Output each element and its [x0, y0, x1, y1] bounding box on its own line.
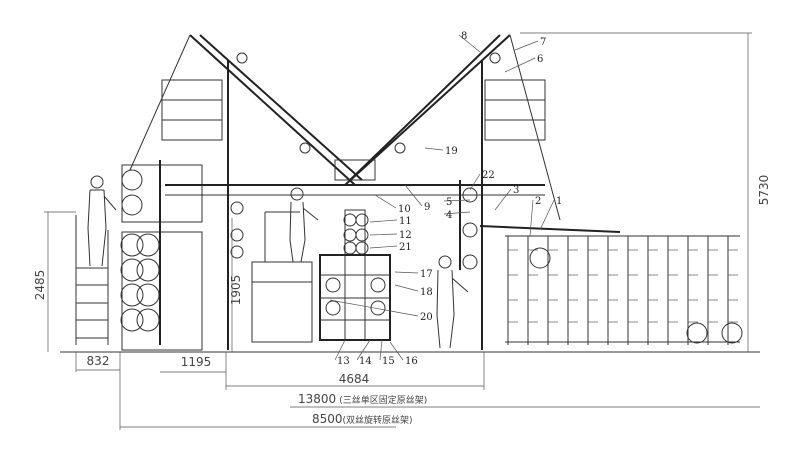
callout-15: 15: [382, 356, 395, 367]
callout-12: 12: [399, 230, 412, 241]
dim-832: 832: [87, 354, 110, 368]
callout-9: 9: [424, 202, 430, 213]
dim-1195: 1195: [181, 355, 212, 369]
central-twisting-column: [319, 209, 391, 341]
callout-10: 10: [398, 204, 411, 215]
dim-13800: 13800(三丝单区固定原丝架): [298, 392, 427, 406]
callout-16: 16: [405, 356, 418, 367]
dim-4684: 4684: [339, 372, 370, 386]
callout-leader: [334, 339, 346, 361]
bobbin: [136, 308, 160, 332]
callout-1: 1: [556, 196, 562, 207]
right-rotating-creel: [505, 235, 743, 345]
callout-leader: [494, 188, 512, 211]
bobbin: [136, 233, 160, 257]
bobbin: [121, 169, 143, 191]
creel-wheel: [721, 322, 743, 344]
left-winding-heads: [230, 201, 244, 259]
callout-leader: [389, 341, 404, 361]
operator-figure-left: [87, 175, 117, 267]
callout-leader: [504, 57, 536, 73]
callout-leader: [356, 339, 371, 361]
callout-leader: [539, 199, 555, 231]
bobbin: [120, 233, 144, 257]
callout-leader: [374, 194, 397, 209]
callout-leader: [529, 199, 534, 237]
callout-leader: [379, 339, 383, 361]
callout-18: 18: [420, 287, 433, 298]
bobbin: [120, 308, 144, 332]
callout-leader: [394, 284, 419, 292]
callout-2: 2: [535, 196, 541, 207]
bobbin: [121, 194, 143, 216]
dim-2485: 2485: [33, 270, 47, 301]
callout-5: 5: [446, 197, 452, 208]
bobbin: [120, 258, 144, 282]
dim-8500: 8500(双丝旋转原丝架): [312, 412, 413, 426]
left-fixed-creel: [120, 160, 203, 351]
bobbin: [136, 258, 160, 282]
callout-17: 17: [420, 269, 433, 280]
callout-leader: [329, 299, 419, 317]
callout-19: 19: [445, 146, 458, 157]
creel-wheel: [529, 247, 551, 269]
bobbin: [120, 283, 144, 307]
callout-leader: [514, 40, 539, 51]
callout-leader: [404, 184, 423, 207]
callout-4: 4: [446, 210, 452, 221]
callout-6: 6: [537, 54, 543, 65]
callout-leader: [394, 271, 419, 274]
callout-leader: [369, 233, 398, 236]
dim-5730: 5730: [757, 175, 771, 206]
ladder-platform: [75, 215, 109, 345]
dimension-lines: [44, 32, 760, 430]
callout-leader: [424, 147, 444, 151]
callout-11: 11: [399, 216, 412, 227]
callout-leader: [369, 219, 398, 223]
operator-platform: [251, 187, 319, 343]
callout-leader: [443, 211, 471, 215]
callout-leader: [443, 199, 471, 202]
creel-wheel: [686, 322, 708, 344]
callout-14: 14: [359, 356, 372, 367]
callout-leader: [369, 245, 398, 249]
callout-20: 20: [420, 312, 433, 323]
right-winding-heads: [459, 180, 621, 270]
callout-7: 7: [540, 37, 546, 48]
bobbin: [136, 283, 160, 307]
callout-leader: [458, 34, 481, 53]
callout-3: 3: [513, 185, 519, 196]
operator-figure-right: [436, 255, 469, 349]
callout-leader: [469, 173, 481, 191]
callout-13: 13: [337, 356, 350, 367]
callout-22: 22: [482, 170, 495, 181]
callout-8: 8: [461, 31, 467, 42]
dim-1905: 1905: [229, 275, 243, 306]
callout-21: 21: [399, 242, 412, 253]
